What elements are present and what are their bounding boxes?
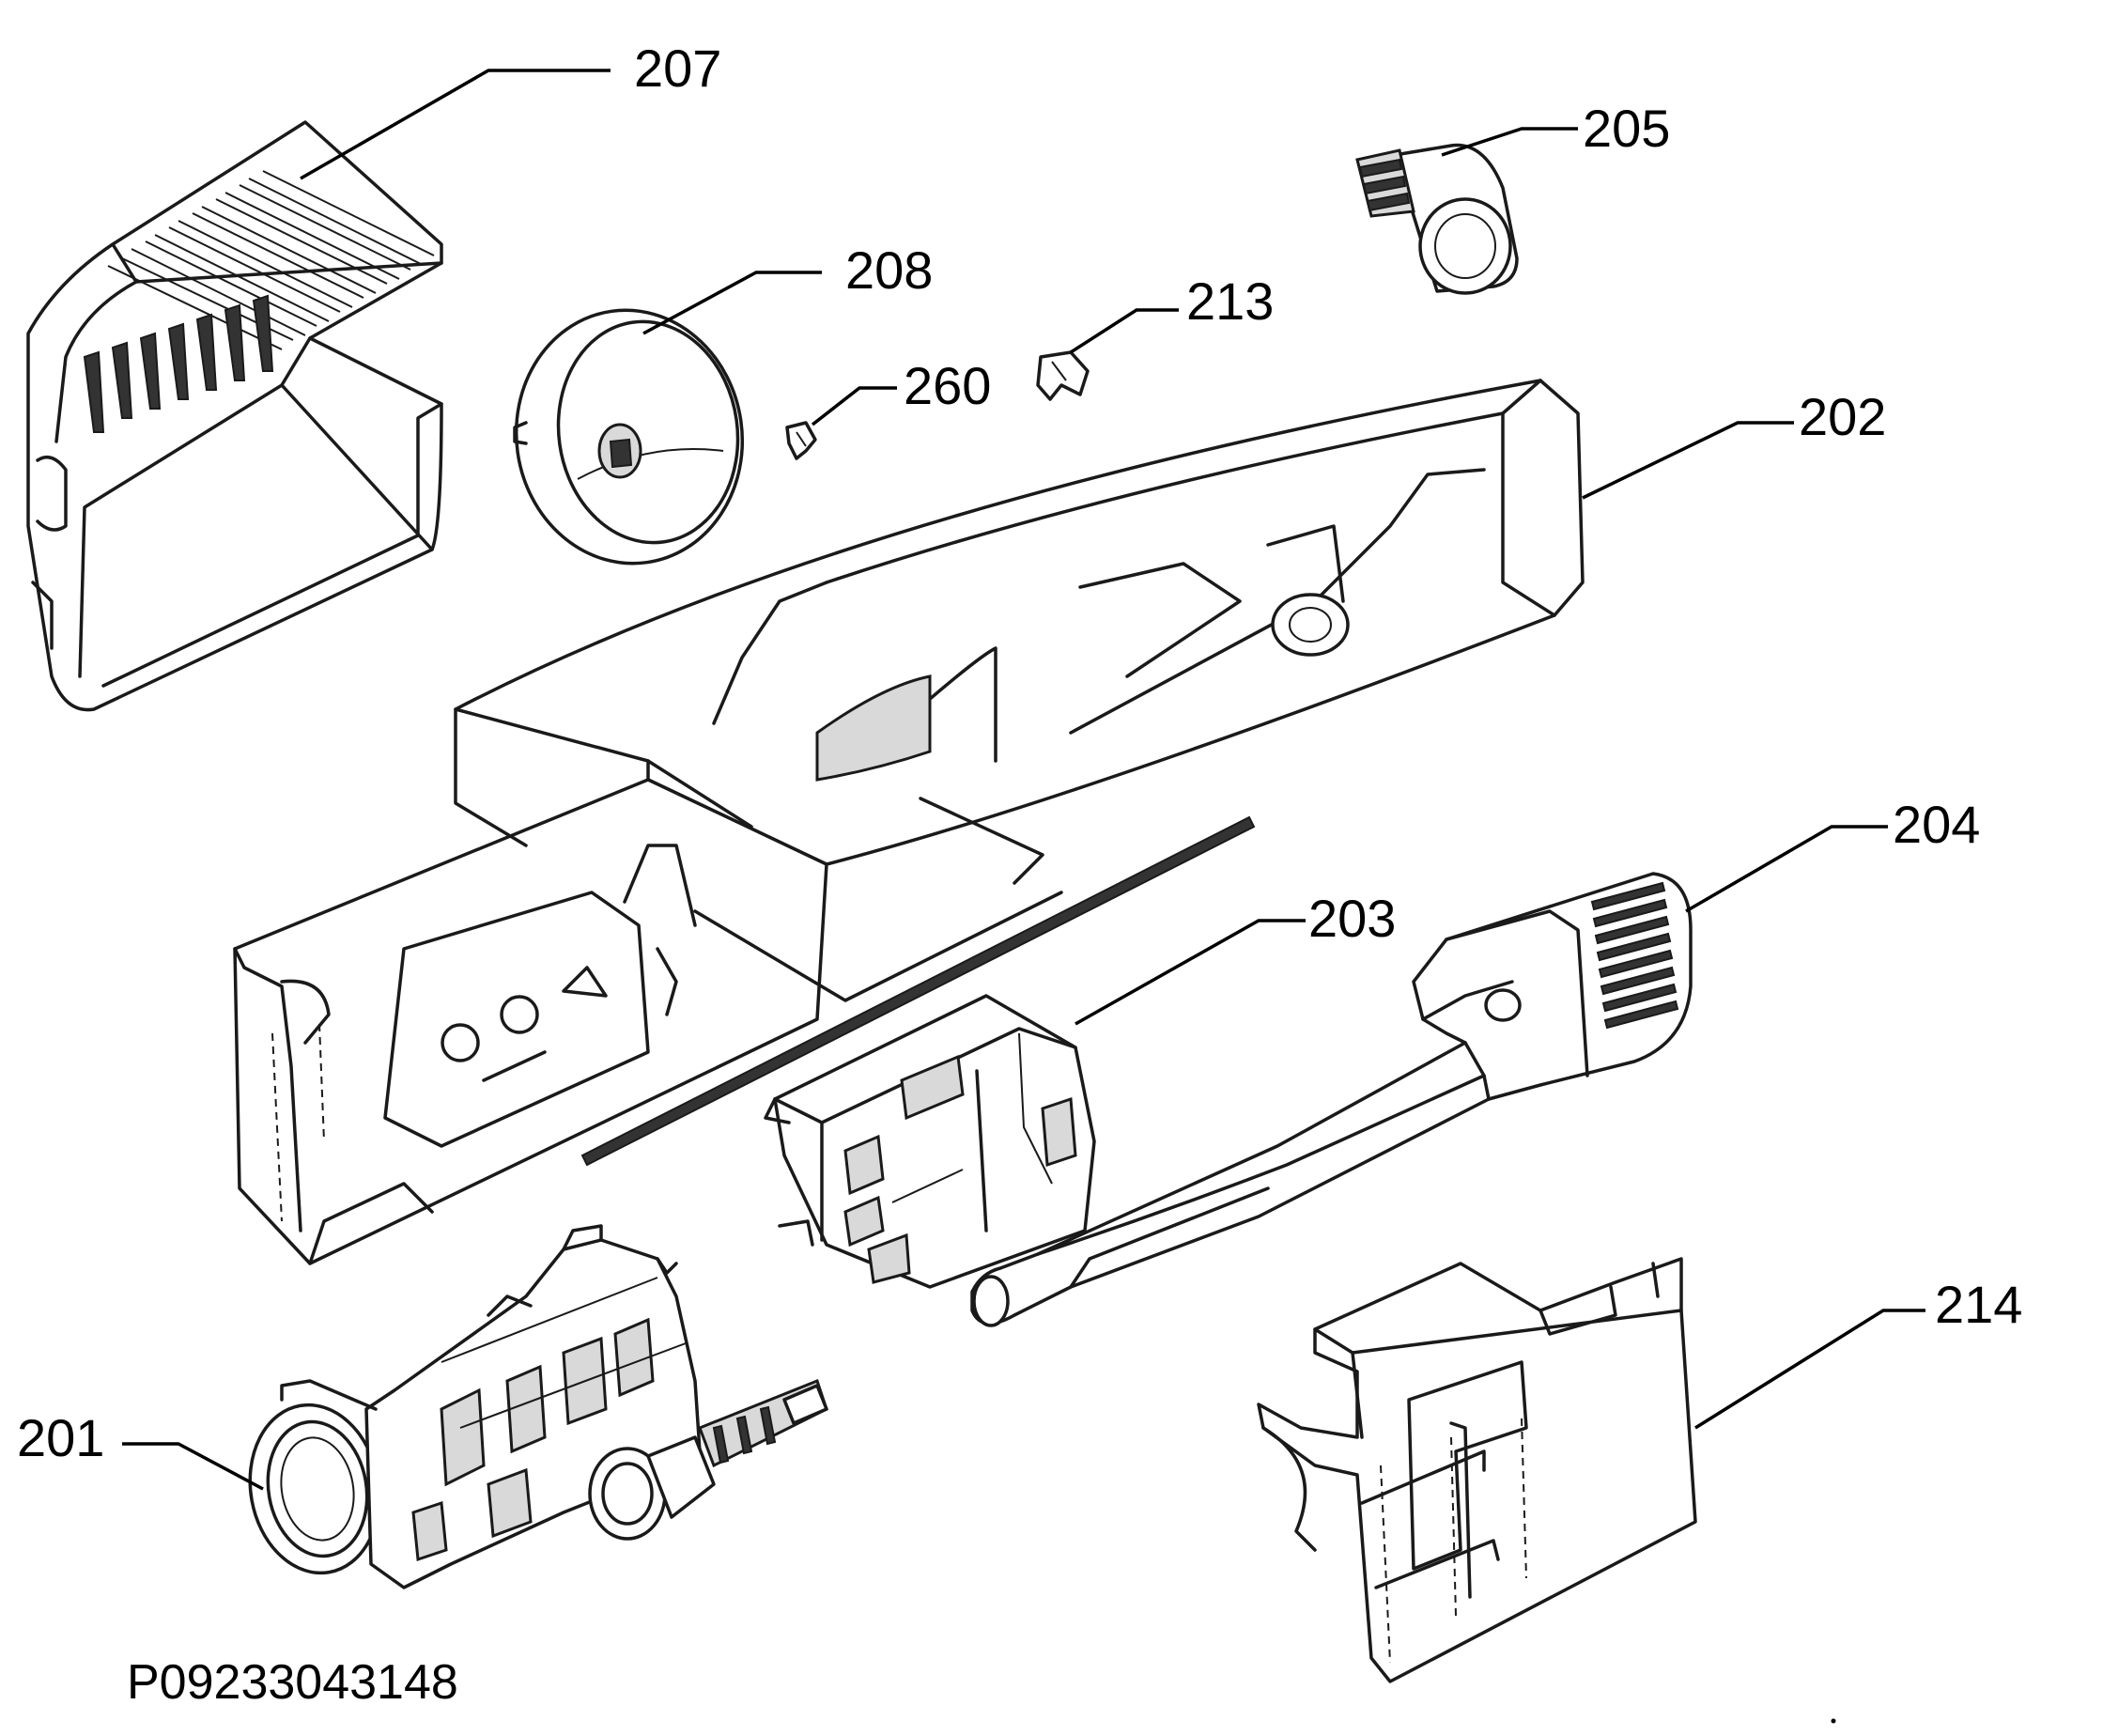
- leader-214: [1694, 1309, 1925, 1430]
- leader-lines: [122, 69, 1925, 1491]
- part-201-lamp-holder: [248, 1224, 828, 1589]
- part-204-light-arm: [970, 872, 1693, 1327]
- callout-214: 214: [1935, 1275, 2022, 1334]
- callout-203: 203: [1308, 889, 1396, 948]
- callout-207: 207: [634, 39, 721, 98]
- leader-204: [1685, 825, 1888, 913]
- part-207-vent-cover: [26, 120, 443, 712]
- part-203-switch-block: [764, 994, 1096, 1289]
- callout-260: 260: [904, 356, 991, 415]
- part-213-clip: [1036, 350, 1090, 401]
- part-214-bracket: [1257, 1257, 1697, 1683]
- part-208-knob: [513, 308, 745, 566]
- part-202-main-housing: [233, 379, 1585, 1265]
- leader-205: [1441, 127, 1578, 157]
- callout-204: 204: [1893, 795, 1980, 854]
- callout-labels: 207 205 208 213 260 202 204 203 214 201: [17, 39, 2022, 1467]
- leader-202: [1582, 421, 1794, 500]
- part-205-lamp: [1355, 143, 1519, 295]
- leader-201: [122, 1442, 264, 1491]
- part-260-pin: [785, 421, 817, 460]
- callout-205: 205: [1583, 99, 1670, 158]
- callout-208: 208: [845, 240, 933, 300]
- leader-207: [300, 69, 611, 180]
- drawing-code: P09233043148: [127, 1655, 458, 1710]
- callout-213: 213: [1186, 271, 1274, 331]
- callout-201: 201: [17, 1408, 104, 1467]
- stray-dot: [1831, 1718, 1836, 1724]
- callout-202: 202: [1799, 387, 1886, 446]
- leader-260: [811, 386, 897, 426]
- leader-213: [1070, 308, 1179, 354]
- leader-203: [1075, 919, 1306, 1026]
- leader-208: [642, 271, 822, 335]
